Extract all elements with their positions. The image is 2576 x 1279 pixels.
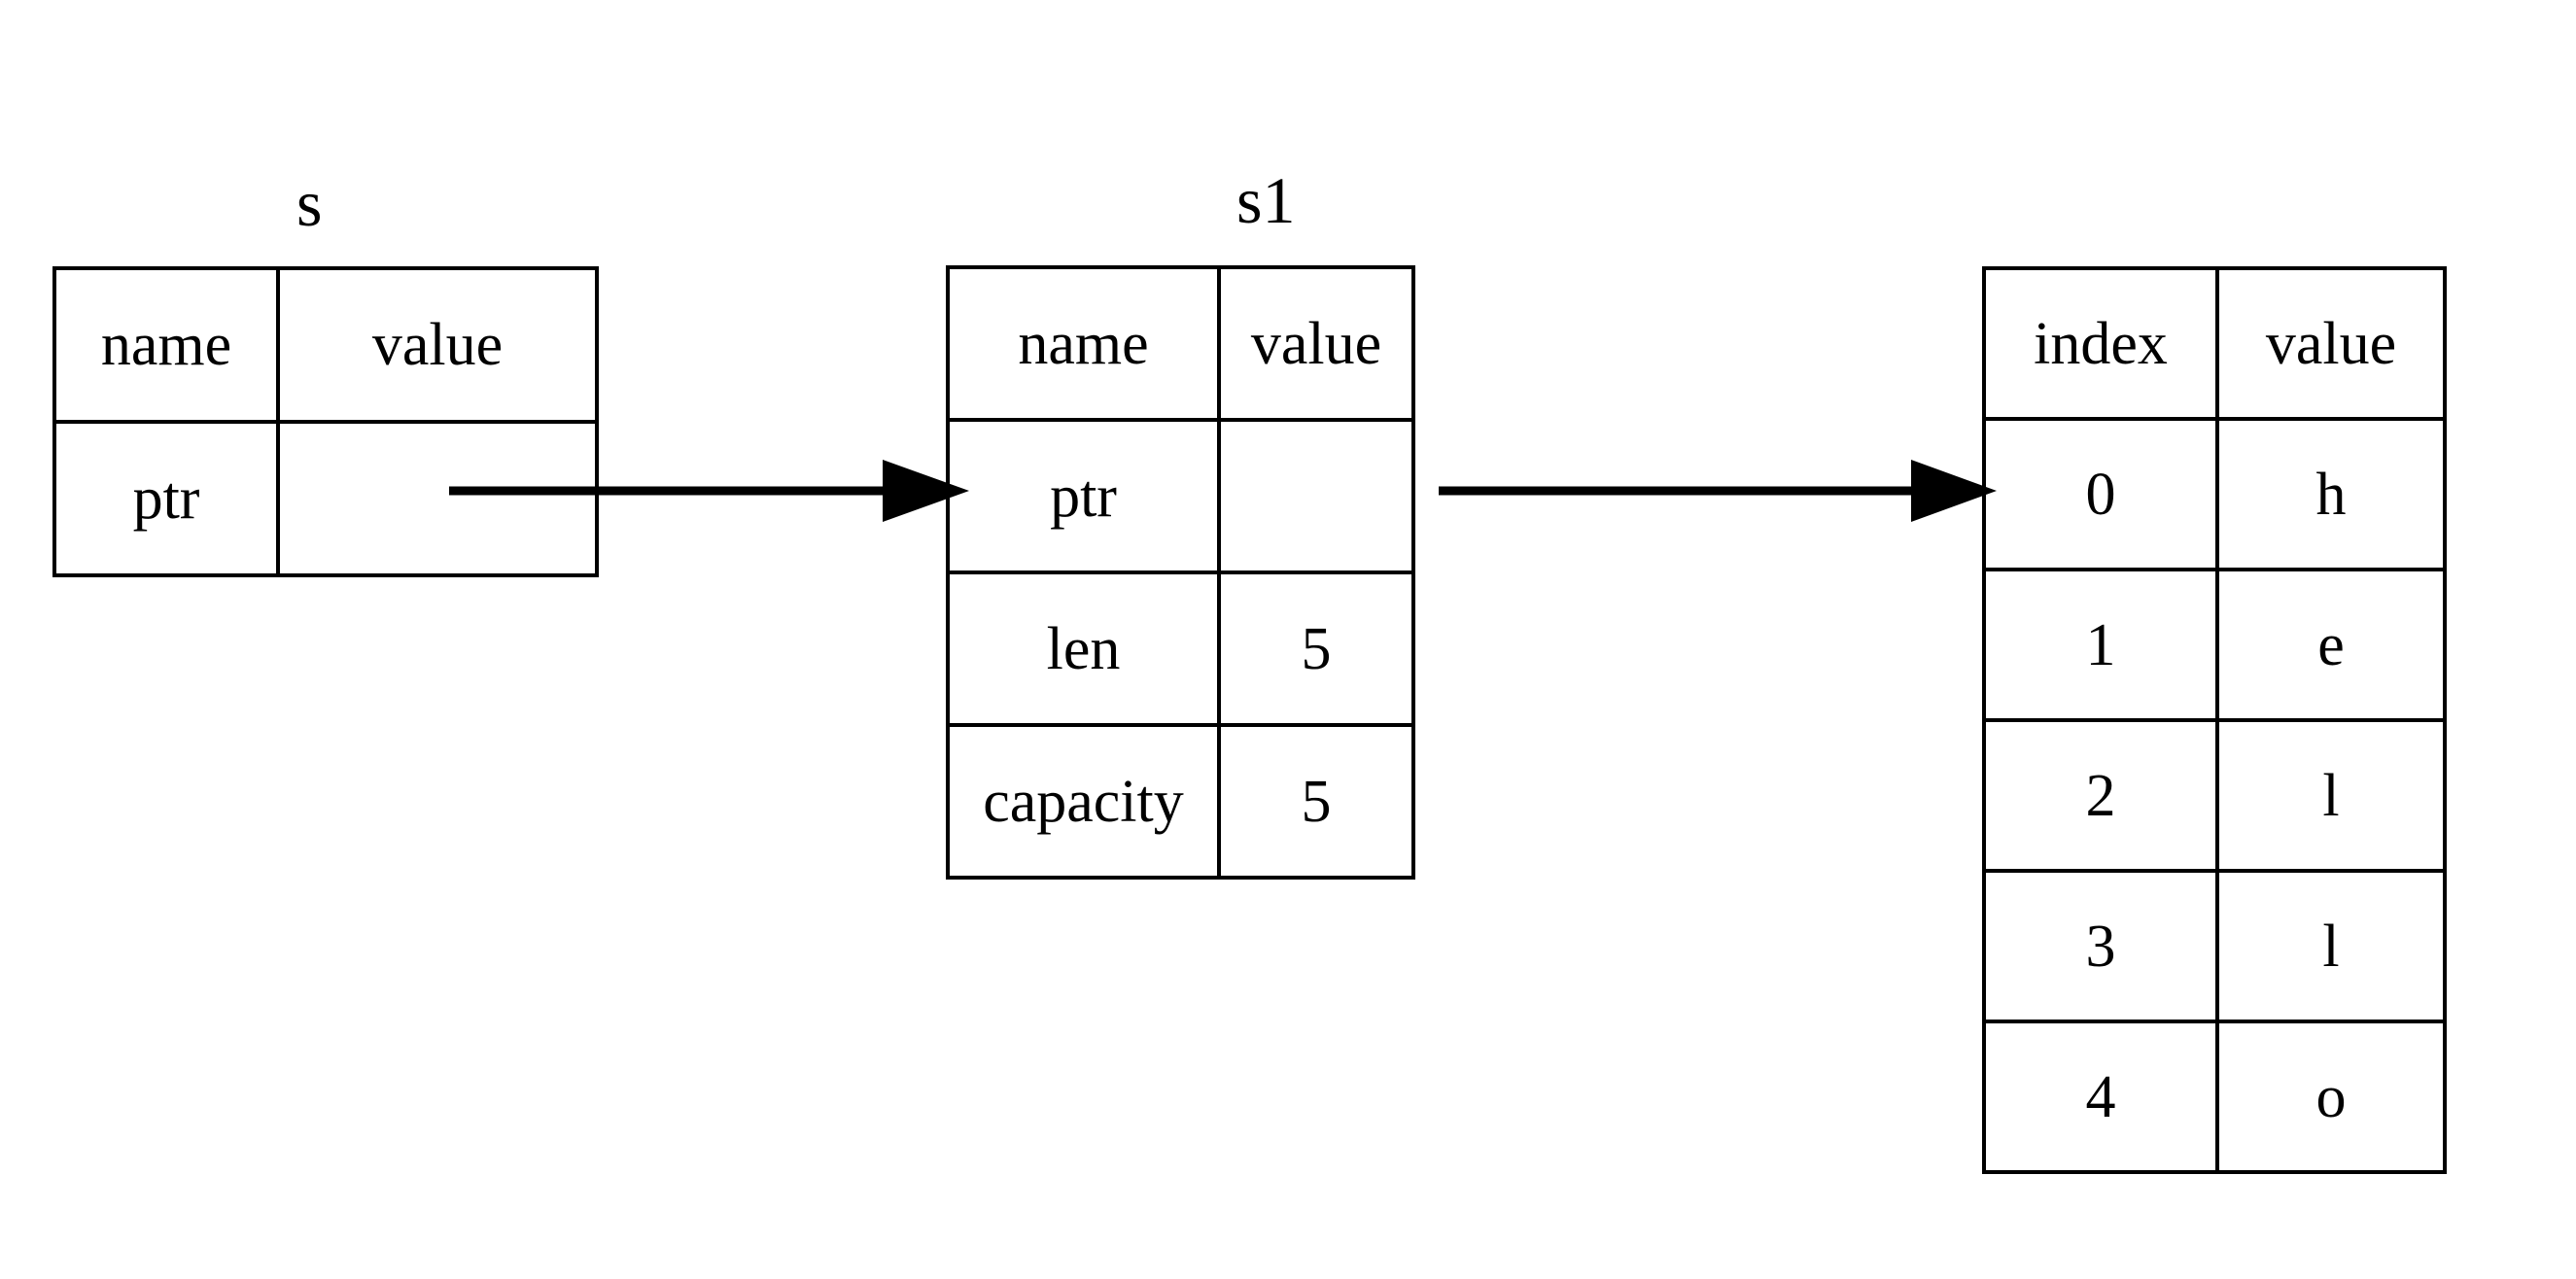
header-cell-name: name [52,266,280,424]
node-caption-s1: s1 [1236,163,1296,237]
cell-s1-len-value: 5 [1217,570,1415,727]
table-row-header: index value [1982,266,2447,421]
cell-heap-1-index: 1 [1982,568,2219,722]
struct-table-heap-buffer: index value 0 h 1 e 2 l 3 l 4 o [1982,266,2447,1174]
arrow-head [1911,460,1997,522]
cell-s-ptr-name: ptr [52,420,280,577]
cell-s1-len-name: len [946,570,1221,727]
arrow-s1-ptr-to-heap-buffer [1437,457,1999,525]
header-cell-value: value [276,266,599,424]
table-row: 0 h [1982,417,2447,571]
cell-heap-0-index: 0 [1982,417,2219,571]
struct-table-s: name value ptr [52,266,599,577]
cell-heap-0-value: h [2215,417,2447,571]
cell-s-ptr-value [276,420,599,577]
table-row-header: name value [52,266,599,424]
table-row: ptr [946,418,1415,574]
table-row: len 5 [946,570,1415,727]
cell-s1-capacity-value: 5 [1217,723,1415,880]
node-caption-s: s [296,166,323,240]
table-row: capacity 5 [946,723,1415,880]
header-cell-value: value [2215,266,2447,421]
cell-s1-ptr-value [1217,418,1415,574]
arrow-head [883,460,969,522]
table-row: ptr [52,420,599,577]
cell-heap-2-value: l [2215,718,2447,873]
header-cell-index: index [1982,266,2219,421]
cell-heap-4-value: o [2215,1020,2447,1174]
table-row: 4 o [1982,1020,2447,1174]
table-row: 3 l [1982,869,2447,1023]
cell-heap-1-value: e [2215,568,2447,722]
arrow-s-ptr-to-s1 [447,457,972,525]
cell-heap-3-index: 3 [1982,869,2219,1023]
cell-heap-2-index: 2 [1982,718,2219,873]
table-row-header: name value [946,265,1415,422]
cell-heap-4-index: 4 [1982,1020,2219,1174]
cell-heap-3-value: l [2215,869,2447,1023]
table-row: 2 l [1982,718,2447,873]
cell-s1-ptr-name: ptr [946,418,1221,574]
struct-table-s1: name value ptr len 5 capacity 5 [946,265,1415,880]
header-cell-name: name [946,265,1221,422]
table-row: 1 e [1982,568,2447,722]
cell-s1-capacity-name: capacity [946,723,1221,880]
header-cell-value: value [1217,265,1415,422]
